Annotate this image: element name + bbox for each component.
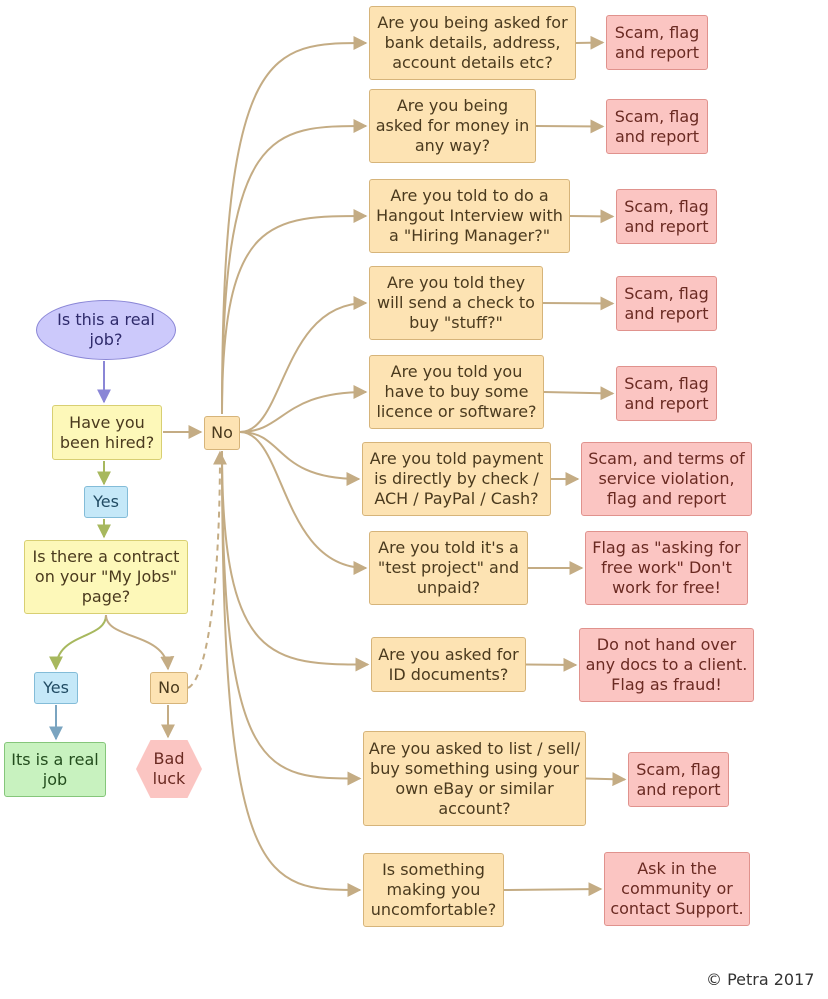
result-box-7: Flag as "asking for free work" Don't wor… xyxy=(585,531,748,605)
question-box-9: Are you asked to list / sell/ buy someth… xyxy=(363,731,586,826)
question-box-1: Are you being asked for bank details, ad… xyxy=(369,6,576,80)
connector-question-to-result-4 xyxy=(542,296,615,311)
connector-hub-to-question-10 xyxy=(221,450,362,897)
start-node: Is this a real job? xyxy=(36,300,176,360)
result-box-5: Scam, flag and report xyxy=(616,366,717,421)
connector-question-to-result-8 xyxy=(525,657,578,672)
connector-contract-to-no xyxy=(105,614,175,671)
connector-hub-to-question-7 xyxy=(239,431,368,575)
connector-question-to-result-3 xyxy=(569,209,615,224)
result-box-2: Scam, flag and report xyxy=(606,99,708,154)
question-box-8: Are you asked for ID documents? xyxy=(371,637,526,692)
connector-contract-to-yes xyxy=(49,614,107,671)
result-box-1: Scam, flag and report xyxy=(606,15,708,70)
connector-hub-to-question-9 xyxy=(221,450,362,786)
no-hub-label: No xyxy=(204,416,240,450)
connector-hub-to-question-8 xyxy=(221,450,370,672)
question-box-10: Is something making you uncomfortable? xyxy=(363,853,504,927)
result-box-3: Scam, flag and report xyxy=(616,189,717,244)
connector-hub-to-question-6 xyxy=(239,431,361,486)
question-box-4: Are you told they will send a check to b… xyxy=(369,266,543,340)
connector-question-to-result-9 xyxy=(585,772,627,787)
connector-question-to-result-10 xyxy=(503,882,603,897)
connector-hub-to-question-2 xyxy=(221,119,368,415)
yes-contract-label: Yes xyxy=(34,672,78,704)
question-box-2: Are you being asked for money in any way… xyxy=(369,89,536,163)
connector-hub-to-question-5 xyxy=(239,385,368,433)
result-box-9: Scam, flag and report xyxy=(628,752,729,807)
connector-question-to-result-1 xyxy=(575,35,605,50)
no-contract-label: No xyxy=(150,672,188,704)
hired-question: Have you been hired? xyxy=(52,405,162,460)
result-box-4: Scam, flag and report xyxy=(616,276,717,331)
connector-hub-to-question-4 xyxy=(239,296,368,433)
connector-hub-to-question-1 xyxy=(221,36,368,415)
question-box-5: Are you told you have to buy some licenc… xyxy=(369,355,544,429)
question-box-7: Are you told it's a "test project" and u… xyxy=(369,531,528,605)
real-job-node: Its is a real job xyxy=(4,742,106,797)
contract-question: Is there a contract on your "My Jobs" pa… xyxy=(24,540,188,614)
question-box-6: Are you told payment is directly by chec… xyxy=(362,442,551,516)
result-box-8: Do not hand over any docs to a client. F… xyxy=(579,628,754,702)
connector-question-to-result-2 xyxy=(535,119,605,134)
bad-luck-node: Bad luck xyxy=(136,740,202,798)
copyright: © Petra 2017 xyxy=(706,970,815,989)
result-box-10: Ask in the community or contact Support. xyxy=(604,852,750,926)
result-box-6: Scam, and terms of service violation, fl… xyxy=(581,442,752,516)
connector-question-to-result-5 xyxy=(543,386,615,401)
question-box-3: Are you told to do a Hangout Interview w… xyxy=(369,179,570,253)
connector-no-contract-to-hub xyxy=(187,450,227,689)
yes-hired-label: Yes xyxy=(84,486,128,518)
connector-hub-to-question-3 xyxy=(221,209,368,415)
